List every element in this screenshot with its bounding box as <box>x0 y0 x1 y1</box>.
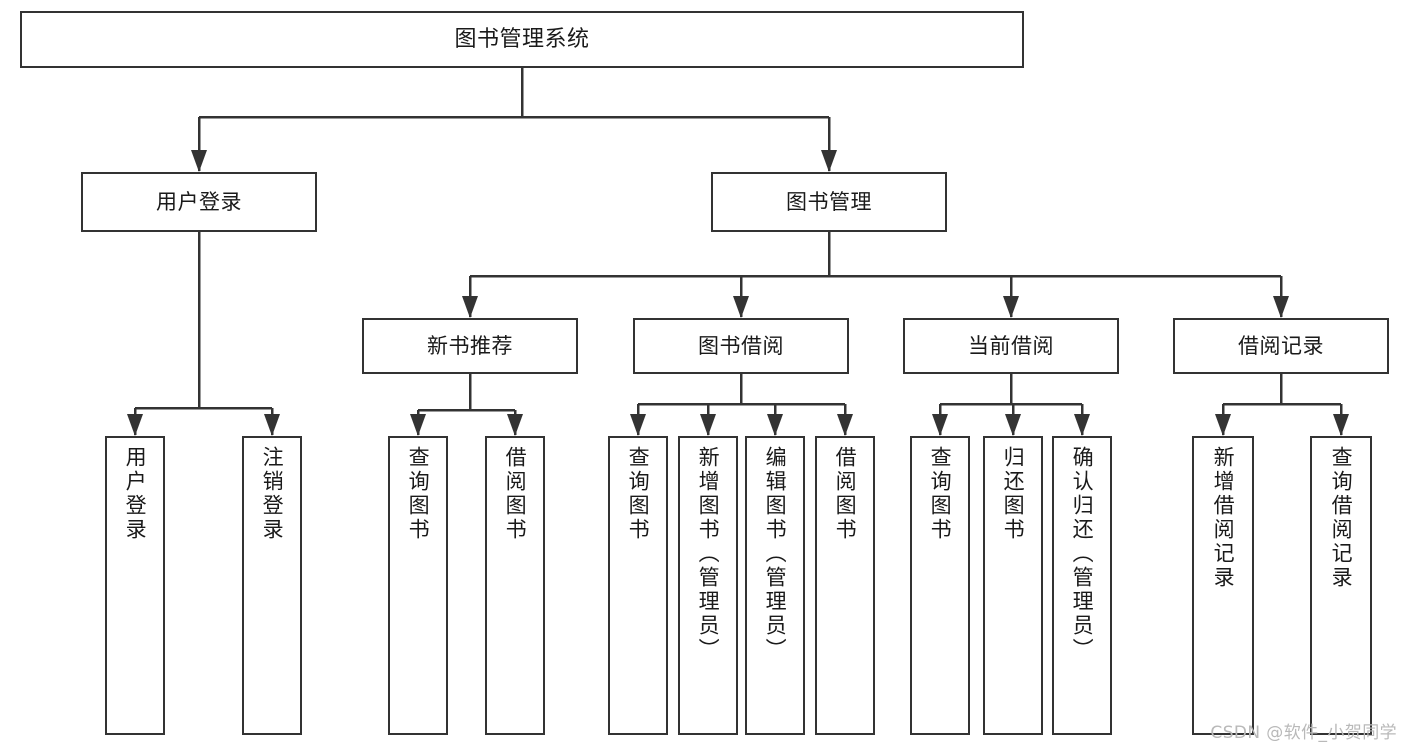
node-label: 用户登录 <box>123 446 148 542</box>
node-label: 新增借阅记录 <box>1211 446 1236 590</box>
node-label: 查询图书 <box>928 446 953 542</box>
node-label: 借阅图书 <box>833 446 858 542</box>
node-label: 查询图书 <box>626 446 651 542</box>
node-borrow-record[interactable]: 借阅记录 <box>1173 318 1389 374</box>
node-label: 注销登录 <box>260 446 285 542</box>
node-current-borrow[interactable]: 当前借阅 <box>903 318 1119 374</box>
node-label: 图书管理 <box>786 189 872 214</box>
node-label: 归还图书 <box>1001 446 1026 542</box>
node-leaf-cur-confirm[interactable]: 确认归还（管理员） <box>1052 436 1112 735</box>
node-label: 查询借阅记录 <box>1329 446 1354 590</box>
node-leaf-rec-query[interactable]: 查询图书 <box>388 436 448 735</box>
node-leaf-borrow-edit[interactable]: 编辑图书（管理员） <box>745 436 805 735</box>
node-book-manage[interactable]: 图书管理 <box>711 172 947 232</box>
node-leaf-cur-query[interactable]: 查询图书 <box>910 436 970 735</box>
node-leaf-rec-search[interactable]: 查询借阅记录 <box>1310 436 1372 735</box>
node-leaf-rec-add[interactable]: 新增借阅记录 <box>1192 436 1254 735</box>
node-label: 图书借阅 <box>698 333 784 358</box>
node-label: 借阅图书 <box>503 446 528 542</box>
node-label: 用户登录 <box>156 189 242 214</box>
node-label: 借阅记录 <box>1238 333 1324 358</box>
node-leaf-borrow-add[interactable]: 新增图书（管理员） <box>678 436 738 735</box>
node-new-book-rec[interactable]: 新书推荐 <box>362 318 578 374</box>
node-label: 编辑图书（管理员） <box>763 446 788 662</box>
node-leaf-user-logout[interactable]: 注销登录 <box>242 436 302 735</box>
watermark-text: CSDN @软件_小贺同学 <box>1210 723 1397 743</box>
node-label: 确认归还（管理员） <box>1070 446 1095 662</box>
node-root[interactable]: 图书管理系统 <box>20 11 1024 68</box>
node-label: 新增图书（管理员） <box>696 446 721 662</box>
node-book-borrow[interactable]: 图书借阅 <box>633 318 849 374</box>
node-leaf-user-login[interactable]: 用户登录 <box>105 436 165 735</box>
node-label: 当前借阅 <box>968 333 1054 358</box>
node-leaf-borrow-do[interactable]: 借阅图书 <box>815 436 875 735</box>
node-user-login[interactable]: 用户登录 <box>81 172 317 232</box>
node-leaf-rec-borrow[interactable]: 借阅图书 <box>485 436 545 735</box>
node-leaf-cur-return[interactable]: 归还图书 <box>983 436 1043 735</box>
node-leaf-borrow-query[interactable]: 查询图书 <box>608 436 668 735</box>
node-label: 查询图书 <box>406 446 431 542</box>
node-label: 图书管理系统 <box>454 26 590 52</box>
node-label: 新书推荐 <box>427 333 513 358</box>
